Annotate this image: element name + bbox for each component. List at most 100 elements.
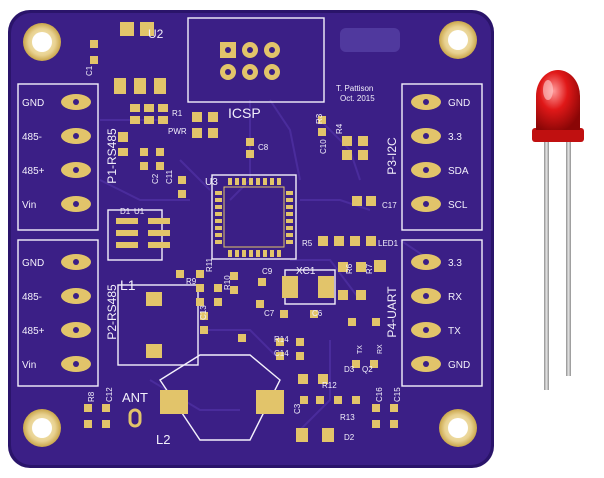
smd-pads [84, 22, 398, 442]
u3-pad [228, 178, 232, 185]
u3-pad [249, 250, 253, 257]
p4-pin-label: GND [448, 360, 470, 371]
label-r3: R3 [315, 113, 324, 124]
connector-p3-name: P3-I2C [385, 137, 399, 175]
label-q2: Q2 [362, 365, 373, 374]
label-led1: LED1 [378, 239, 399, 248]
u3-pad [215, 212, 222, 216]
label-c11: C11 [165, 169, 174, 184]
label-c16: C16 [375, 387, 384, 402]
label-c14: C14 [274, 349, 289, 358]
label-r11: R11 [205, 257, 214, 272]
label-c8: C8 [258, 143, 269, 152]
u3-pad [215, 233, 222, 237]
u3-pad [215, 191, 222, 195]
p3-pin-label: 3.3 [448, 132, 462, 143]
u3-pad [215, 219, 222, 223]
u3-pad [286, 233, 293, 237]
u3-pad [286, 240, 293, 244]
label-r6: R6 [345, 263, 354, 274]
label-c10: C10 [319, 139, 328, 154]
p3-pin-label: GND [448, 98, 470, 109]
u3-pad [277, 178, 281, 185]
u3-pad [263, 178, 267, 185]
u3-pad [215, 226, 222, 230]
u3-pad [242, 250, 246, 257]
label-c7: C7 [264, 309, 275, 318]
p2-pin-label: 485- [22, 292, 42, 303]
p1-pin-label: Vin [22, 200, 36, 211]
p1-pin-label: 485+ [22, 166, 45, 177]
u3-pad [286, 191, 293, 195]
p1-pin-label: 485- [22, 132, 42, 143]
label-c15: C15 [393, 387, 402, 402]
u3-pad [263, 250, 267, 257]
u3-pad [228, 250, 232, 257]
label-r9: R9 [186, 277, 197, 286]
silkscreen-outlines [17, 17, 483, 441]
label-tx: TX [357, 345, 364, 354]
red-led [532, 70, 584, 390]
u3-pad [277, 250, 281, 257]
u3-pad [256, 178, 260, 185]
u3-pad [242, 178, 246, 185]
u3-pad [249, 178, 253, 185]
label-r1: R1 [172, 109, 183, 118]
p4-pin-label: TX [448, 326, 461, 337]
u3-pad [215, 240, 222, 244]
label-r5: R5 [302, 239, 313, 248]
label-d1: D1 [120, 207, 131, 216]
u3-pad [286, 226, 293, 230]
p2-pin-label: 485+ [22, 326, 45, 337]
label-r4: R4 [335, 123, 344, 134]
p3-pin-label: SDA [448, 166, 469, 177]
silkscreen-labels: U2 C1 ICSP T. Pattison Oct. 2015 R1 PWR … [85, 27, 402, 447]
label-u2: U2 [148, 27, 164, 41]
label-xc1: XC1 [296, 266, 316, 277]
connector-p4-name: P4-UART [385, 286, 399, 338]
label-r12: R12 [322, 381, 337, 390]
label-r14: R14 [274, 335, 289, 344]
label-c17: C17 [382, 201, 397, 210]
connector-p2-name: P2-RS485 [105, 284, 119, 340]
u3-footprint [223, 186, 285, 248]
p4-pin-label: 3.3 [448, 258, 462, 269]
label-c3: C3 [293, 403, 302, 414]
label-r8: R8 [87, 391, 96, 402]
u3-pad [235, 250, 239, 257]
u3-pad [286, 198, 293, 202]
p3-pin-label: SCL [448, 200, 468, 211]
u3-pads [215, 178, 293, 257]
mounting-holes [23, 21, 477, 447]
u3-pad [286, 205, 293, 209]
label-u3: U3 [205, 177, 218, 188]
p4-pin-labels: 3.3 RX TX GND [448, 258, 470, 371]
u3-pad [270, 178, 274, 185]
label-r10: R10 [223, 275, 232, 290]
label-r13: R13 [340, 413, 355, 422]
p4-pin-label: RX [448, 292, 462, 303]
label-c13: C13 [199, 305, 208, 320]
label-rx: RX [377, 344, 384, 354]
label-c12: C12 [105, 387, 114, 402]
p2-pin-label: GND [22, 258, 44, 269]
label-d2: D2 [344, 433, 355, 442]
icsp-header [220, 42, 280, 80]
label-pwr: PWR [168, 127, 187, 136]
label-c6: C6 [312, 309, 323, 318]
label-u1: U1 [134, 207, 145, 216]
u3-pad [235, 178, 239, 185]
pcb-surface [11, 13, 491, 465]
p1-pin-labels: GND 485- 485+ Vin [22, 98, 45, 211]
u3-pad [215, 205, 222, 209]
p2-pin-labels: GND 485- 485+ Vin [22, 258, 45, 371]
p1-pin-label: GND [22, 98, 44, 109]
p2-pin-label: Vin [22, 360, 36, 371]
label-icsp: ICSP [228, 105, 261, 121]
label-l2: L2 [156, 432, 170, 447]
u3-pad [270, 250, 274, 257]
u3-pad [286, 212, 293, 216]
label-c1: C1 [85, 65, 94, 76]
credit-name: T. Pattison [336, 84, 373, 93]
